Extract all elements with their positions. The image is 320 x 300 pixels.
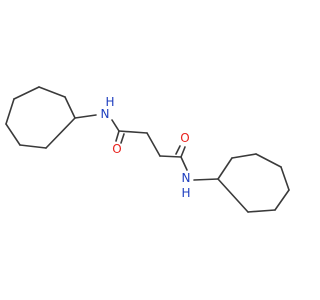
bond-c4-n2 bbox=[180, 156, 188, 171]
molecule-structure: N H O O N H bbox=[5, 86, 290, 213]
bond-left-ring-5 bbox=[5, 123, 21, 146]
bond-left-ring-3 bbox=[13, 86, 40, 100]
bond-right-ring-6 bbox=[247, 209, 276, 213]
bond-c4-o2-b bbox=[175, 145, 181, 155]
bond-right-ring-5 bbox=[274, 189, 290, 211]
atom-labels: N H O O N H bbox=[101, 95, 191, 200]
atom-label-h2: H bbox=[181, 186, 190, 200]
bond-left-ring-1 bbox=[64, 96, 76, 119]
bond-c1-o1-b bbox=[120, 133, 125, 144]
bonds bbox=[5, 86, 290, 213]
bond-c2-c3 bbox=[146, 132, 161, 157]
bond-right-ring-1 bbox=[217, 157, 233, 180]
bond-c1-o1-a bbox=[115, 130, 120, 142]
bond-right-ring-2 bbox=[231, 153, 257, 159]
bond-left-ring-4 bbox=[5, 98, 15, 125]
atom-label-n1: N bbox=[101, 107, 110, 121]
bond-right-ring-4 bbox=[280, 166, 290, 191]
bond-c1-c2 bbox=[118, 130, 148, 134]
bond-right-ring-7 bbox=[217, 178, 249, 213]
atom-label-o2: O bbox=[180, 131, 189, 145]
bond-left-ring-7 bbox=[45, 117, 76, 149]
atom-label-h1: H bbox=[105, 95, 114, 109]
bond-c3-c4 bbox=[159, 155, 182, 158]
bond-right-ring-3 bbox=[255, 153, 282, 168]
bond-n2-ring bbox=[193, 178, 219, 181]
atom-label-o1: O bbox=[112, 142, 121, 156]
bond-c4-o2-a bbox=[180, 146, 186, 158]
bond-ring-n1 bbox=[74, 114, 97, 119]
bond-n1-c1 bbox=[111, 119, 120, 132]
atom-label-n2: N bbox=[182, 171, 191, 185]
bond-left-ring-2 bbox=[38, 86, 66, 98]
bond-left-ring-6 bbox=[19, 144, 47, 149]
